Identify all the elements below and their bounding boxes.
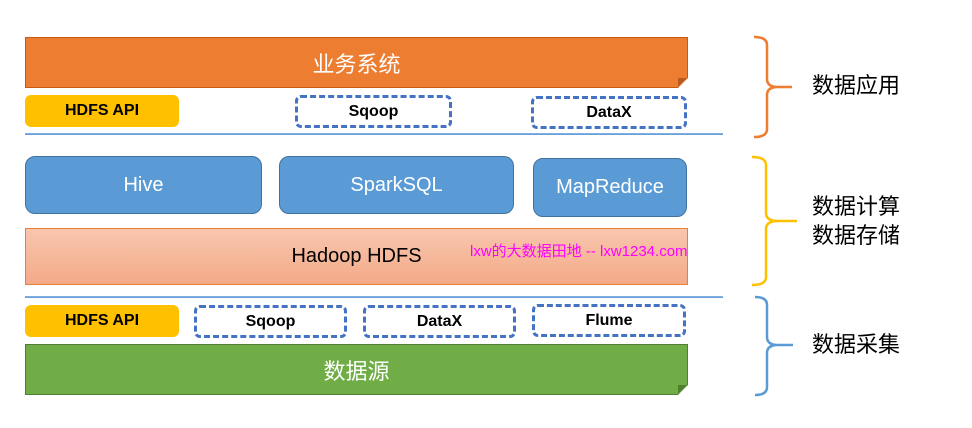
application-brace-icon [753, 35, 792, 139]
hadoop-hdfs-band: Hadoop HDFS [25, 228, 688, 285]
top-hdfs-api-box: HDFS API [25, 95, 179, 127]
data-source-band: 数据源 [25, 344, 688, 395]
watermark-text: lxw的大数据田地 -- lxw1234.com [470, 243, 688, 260]
compute-layer-label: 数据计算 [812, 194, 901, 219]
hadoop-hdfs-label: Hadoop HDFS [291, 245, 422, 267]
top-sqoop-box: Sqoop [295, 95, 452, 128]
application-layer-label: 数据应用 [812, 73, 901, 98]
sparksql-box: SparkSQL [279, 156, 514, 214]
bottom-hdfs-api-label: HDFS API [64, 312, 140, 329]
bottom-sqoop-label: Sqoop [245, 312, 296, 330]
separator-line-top [25, 133, 723, 135]
mapreduce-box: MapReduce [533, 158, 687, 217]
data-source-label: 数据源 [323, 358, 390, 384]
bottom-flume-box: Flume [532, 304, 686, 337]
folded-corner-shadow [678, 78, 687, 87]
business-system-label: 业务系统 [312, 51, 401, 77]
mapreduce-label: MapReduce [556, 176, 664, 198]
bottom-sqoop-box: Sqoop [194, 305, 347, 338]
bottom-datax-box: DataX [363, 305, 516, 338]
top-datax-label: DataX [586, 103, 632, 121]
sparksql-label: SparkSQL [350, 173, 443, 196]
hive-label: Hive [123, 173, 164, 196]
top-datax-box: DataX [531, 96, 687, 129]
bottom-flume-label: Flume [585, 311, 633, 329]
folded-corner-shadow [678, 385, 687, 394]
top-hdfs-api-label: HDFS API [64, 102, 140, 119]
separator-line-bottom [25, 296, 723, 298]
top-sqoop-label: Sqoop [348, 102, 399, 120]
business-system-band: 业务系统 [25, 37, 688, 88]
storage-layer-label: 数据存储 [812, 223, 901, 248]
collection-brace-icon [754, 295, 793, 397]
bottom-hdfs-api-box: HDFS API [25, 305, 179, 337]
hive-box: Hive [25, 156, 262, 214]
compute-brace-icon [751, 155, 797, 287]
bottom-datax-label: DataX [416, 312, 463, 330]
collection-layer-label: 数据采集 [812, 332, 901, 357]
